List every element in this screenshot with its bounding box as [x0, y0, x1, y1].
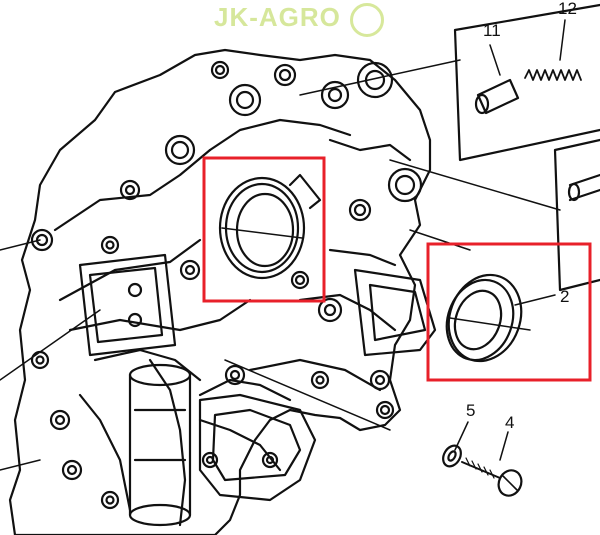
callout-4: 4 — [505, 413, 515, 432]
callout-12: 12 — [558, 0, 577, 18]
part-5-washer — [442, 444, 462, 468]
part-2-seal — [445, 273, 531, 363]
seal-in-bore-box — [202, 156, 326, 303]
inset-frame-upper — [453, 3, 600, 162]
part-4-screw — [461, 457, 523, 497]
loose-seal-box — [426, 242, 592, 382]
leader-lines — [0, 19, 566, 471]
watermark-ring — [350, 3, 384, 37]
valve-body-outline — [8, 48, 432, 535]
bore-outer — [218, 176, 306, 280]
callout-11: 11 — [483, 21, 501, 40]
part-12-spring — [524, 69, 582, 81]
part-11-pin — [474, 78, 520, 115]
left-plate — [78, 253, 177, 357]
callout-5: 5 — [466, 401, 476, 420]
bolt-bosses — [30, 60, 423, 510]
right-bracket — [353, 268, 437, 357]
watermark-logo: JK-AGRO — [214, 2, 341, 32]
accumulator-cylinder — [128, 373, 192, 517]
lower-cover-plate — [198, 393, 317, 502]
callout-2: 2 — [560, 287, 570, 306]
